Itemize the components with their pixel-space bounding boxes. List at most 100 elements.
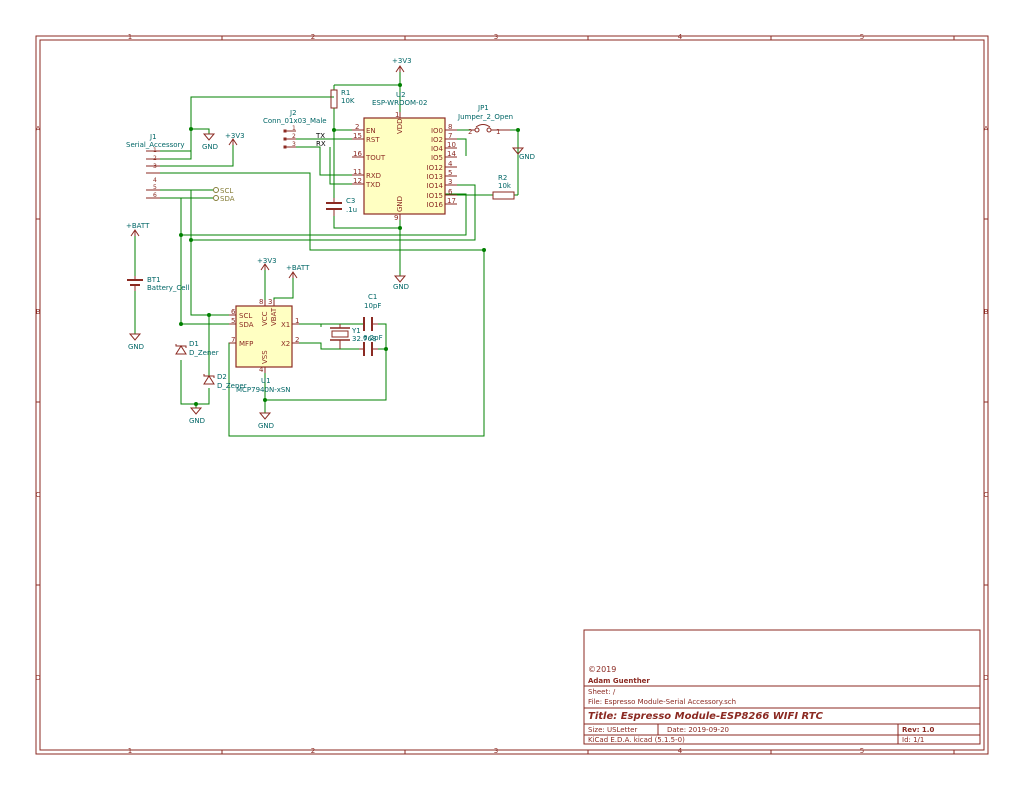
u2-pin-num: 9 [394,214,398,222]
power-3v3-label: +3V3 [257,257,277,265]
u2-pin-name: IO15 [427,192,443,200]
jp1-value: Jumper_2_Open [457,113,513,121]
u1-pin-num: 2 [295,336,299,344]
u1-pin-num: 5 [231,317,235,325]
wires [134,72,519,437]
d1-ref: D1 [189,340,199,348]
ic-u1-mcp7940n[interactable]: SCL SDA MFP X1 X2 6 5 7 1 2 8 3 4 VCC VB… [229,298,299,394]
row-label-left: A [36,125,41,133]
row-label-right: D [983,674,988,682]
power-3v3-label: +3V3 [225,132,245,140]
net-labels: SCL SDA [213,187,235,203]
ground-label: GND [189,417,205,425]
sheet-text: Sheet: / [588,688,616,696]
u2-pin-name: IO16 [427,201,444,209]
zener-d1[interactable]: D1 D_Zener [175,340,219,357]
col-label-bottom: 5 [860,747,864,755]
capacitor-c3[interactable]: C3 .1u [326,197,357,216]
ground-label: GND [393,283,409,291]
power-batt-symbol [130,229,140,237]
col-label-bottom: 2 [311,747,315,755]
j1-pin-num: 5 [153,184,157,191]
u1-pin-name: SCL [239,312,252,320]
u1-pin-num: 3 [268,298,272,306]
u2-pin-name: TOUT [365,154,386,162]
j2-pin-num: 2 [292,133,296,140]
u2-pin-num: 12 [353,177,362,185]
tool-text: KiCad E.D.A. kicad (5.1.5-0) [588,736,685,744]
u2-pin-num: 11 [353,168,362,176]
u2-pin-num: 5 [448,169,452,177]
net-label-rx: RX [316,140,326,148]
u1-pin-name: X1 [281,321,290,329]
resistor-r1[interactable]: R1 10K [330,89,355,109]
u1-pin-num: 8 [259,298,263,306]
power-batt-label: +BATT [286,264,310,272]
bt1-ref: BT1 [147,276,161,284]
u2-pin-name: TXD [365,181,380,189]
u1-ref: U1 [261,377,271,385]
u1-value: MCP7940N-xSN [236,386,291,394]
ic-u2-esp-wroom-02[interactable]: U2 ESP-WROOM-02 EN RST TOUT RXD TXD 2 15… [352,91,457,222]
capacitor-c1[interactable]: C1 10pF [363,293,381,331]
net-label-tx: TX [315,132,325,140]
j1-pin-num: 4 [153,177,157,184]
jp1-pin-num: 1 [496,128,500,136]
u2-pin-name: RXD [366,172,381,180]
jp1-ref: JP1 [477,104,489,112]
col-label-top: 3 [494,33,498,41]
c3-value: .1u [346,206,357,214]
j2-pin-num: 3 [292,141,296,148]
c1-ref: C1 [368,293,377,301]
jumper-jp1[interactable]: JP1 Jumper_2_Open 2 1 [457,104,513,136]
battery-bt1[interactable]: BT1 Battery_Cell [127,276,190,292]
size-text: Size: USLetter [588,726,637,734]
row-label-right: B [984,308,989,316]
j2-value: Conn_01x03_Male [263,117,327,125]
u2-pin-name: GND [396,196,404,212]
y1-value: 32.768 [352,335,377,343]
id-text: Id: 1/1 [902,736,924,744]
u1-pin-num: 1 [295,317,299,325]
power-batt-label: +BATT [126,222,150,230]
u2-pin-name: EN [366,127,376,135]
u2-pin-num: 7 [448,132,452,140]
connector-j2[interactable]: J2 Conn_01x03_Male 1 2 3 TX RX [263,109,327,149]
d1-value: D_Zener [189,349,219,357]
title-text: Title: Espresso Module-ESP8266 WIFI RTC [588,711,824,722]
r1-ref: R1 [341,89,350,97]
u2-pin-name: IO2 [431,136,443,144]
date-text: Date: 2019-09-20 [667,726,729,734]
col-label-bottom: 4 [678,747,683,755]
ground-symbol [189,407,203,415]
resistor-r2[interactable]: R2 10k [492,174,515,200]
u2-pin-name: IO13 [427,173,443,181]
u2-pin-name: IO14 [427,182,444,190]
u2-pin-num: 2 [355,123,359,131]
u2-pin-num: 8 [448,123,452,131]
ground-label: GND [202,143,218,151]
r2-ref: R2 [498,174,507,182]
label-sda: SDA [220,195,235,203]
u2-ref: U2 [396,91,406,99]
col-label-top: 4 [678,33,683,41]
col-label-top: 2 [311,33,315,41]
crystal-y1[interactable]: Y1 32.768 [321,324,377,349]
u2-pin-name: IO4 [431,145,444,153]
row-label-left: D [35,674,40,682]
u2-pin-name: IO12 [427,164,443,172]
j1-pin-num: 6 [153,192,157,199]
copyright-text: ©2019 [588,665,616,674]
c1-value: 10pF [364,302,381,310]
r1-value: 10K [341,97,355,105]
connector-j1[interactable]: J1 Serial_Accessory 1 2 3 4 5 6 [126,133,185,199]
capacitor-c2[interactable]: 6.2pF [359,334,383,356]
zener-d2[interactable]: D2 D_Zener [203,373,247,390]
row-label-left: B [36,308,41,316]
power-3v3-symbol [395,65,405,73]
ground-symbol [128,333,142,341]
u1-pin-name: X2 [281,340,290,348]
j1-value: Serial_Accessory [126,141,185,149]
u2-pin-name: VDD [396,118,404,134]
u2-pin-num: 16 [353,150,362,158]
